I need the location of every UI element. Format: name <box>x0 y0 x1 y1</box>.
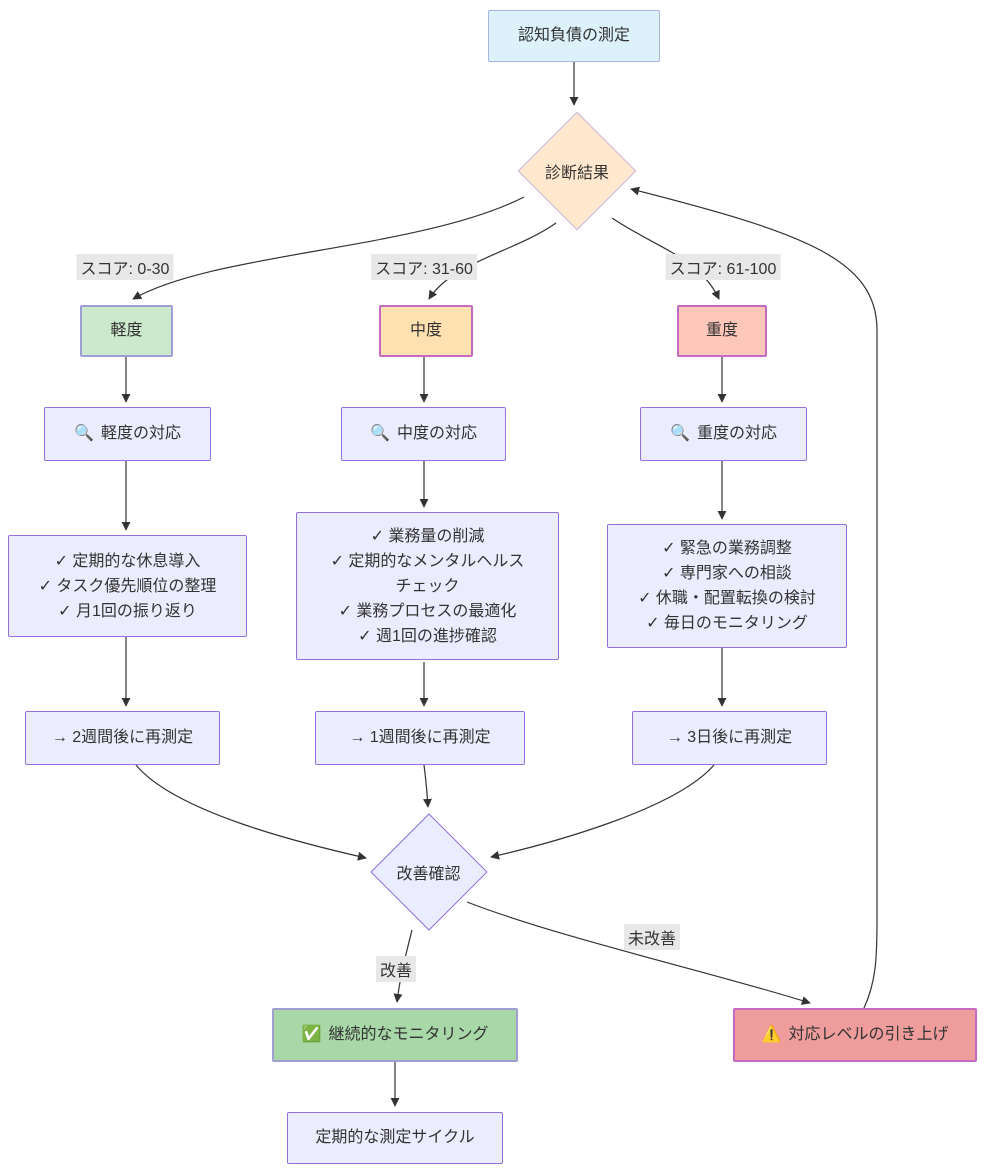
warning-icon: ⚠️ <box>761 1025 782 1043</box>
action-item: チェック <box>395 577 460 595</box>
check-icon: ✅ <box>301 1025 322 1043</box>
action-item: ✓ 週1回の進捗確認 <box>358 627 497 645</box>
action-item: ✓ 毎日のモニタリング <box>646 615 808 632</box>
node-remeasure-moderate: → 1週間後に再測定 <box>315 711 525 765</box>
node-mild-response-label: 軽度の対応 <box>100 424 181 442</box>
search-icon: 🔍 <box>74 424 94 442</box>
action-item: ✓ 定期的な休息導入 <box>54 552 201 570</box>
node-monitoring: ✅ 継続的なモニタリング <box>272 1008 518 1062</box>
node-severe: 重度 <box>677 305 767 357</box>
node-measure-label: 認知負債の測定 <box>517 26 630 44</box>
node-mild: 軽度 <box>80 305 173 357</box>
action-item: ✓ 業務プロセスの最適化 <box>338 602 517 620</box>
node-mild-label: 軽度 <box>110 321 143 339</box>
node-escalate: ⚠️ 対応レベルの引き上げ <box>733 1008 977 1062</box>
edge-check-escalate <box>466 901 811 1005</box>
edge-label-score-low: スコア: 0-30 <box>76 254 174 280</box>
action-item: ✓ 定期的なメンタルヘルス <box>330 552 525 570</box>
action-item: ✓ 専門家への相談 <box>662 565 792 582</box>
node-mild-response: 🔍 軽度の対応 <box>44 407 211 461</box>
node-moderate-response-label: 中度の対応 <box>396 424 477 442</box>
node-remeasure-moderate-label: → 1週間後に再測定 <box>349 728 491 746</box>
action-item: ✓ タスク優先順位の整理 <box>38 577 217 595</box>
node-severe-actions: ✓ 緊急の業務調整 ✓ 専門家への相談 ✓ 休職・配置転換の検討 ✓ 毎日のモニ… <box>607 524 847 648</box>
edge-label-improved: 改善 <box>375 956 417 982</box>
node-severe-response-label: 重度の対応 <box>696 424 777 442</box>
node-moderate-label: 中度 <box>409 321 442 339</box>
action-item: ✓ 業務量の削減 <box>370 527 485 545</box>
node-remeasure-mild-label: → 2週間後に再測定 <box>51 728 194 746</box>
node-moderate-actions: ✓ 業務量の削減 ✓ 定期的なメンタルヘルス チェック ✓ 業務プロセスの最適化… <box>296 512 559 660</box>
node-remeasure-severe: → 3日後に再測定 <box>632 711 827 765</box>
edge-remeasure2-check <box>422 764 432 808</box>
edge-label-score-high: スコア: 61-100 <box>665 254 781 280</box>
node-remeasure-mild: → 2週間後に再測定 <box>25 711 220 765</box>
edge-label-score-mid: スコア: 31-60 <box>371 254 477 280</box>
action-item: ✓ 緊急の業務調整 <box>662 540 792 557</box>
edge-remeasure3-check <box>490 764 715 860</box>
action-item: ✓ 月1回の振り返り <box>58 602 197 620</box>
node-cycle-label: 定期的な測定サイクル <box>315 1128 475 1146</box>
edge-label-not-improved: 未改善 <box>623 924 681 950</box>
edge-diagnosis-mild <box>132 196 525 300</box>
search-icon: 🔍 <box>670 424 690 442</box>
search-icon: 🔍 <box>370 424 390 442</box>
edge-diagnosis-moderate <box>428 222 557 300</box>
node-moderate: 中度 <box>379 305 473 357</box>
edge-remeasure1-check <box>135 764 367 861</box>
node-improve-check-decision: 改善確認 <box>369 812 488 931</box>
action-item: ✓ 休職・配置転換の検討 <box>638 590 816 607</box>
node-moderate-response: 🔍 中度の対応 <box>341 407 506 461</box>
node-monitoring-label: 継続的なモニタリング <box>328 1025 489 1043</box>
node-measure: 認知負債の測定 <box>488 10 660 62</box>
node-cycle: 定期的な測定サイクル <box>287 1112 503 1164</box>
node-escalate-label: 対応レベルの引き上げ <box>788 1025 949 1043</box>
node-severe-label: 重度 <box>705 321 738 339</box>
node-diagnosis-decision: 診断結果 <box>517 111 637 231</box>
node-remeasure-severe-label: → 3日後に再測定 <box>666 728 793 746</box>
node-diagnosis-label: 診断結果 <box>544 165 609 182</box>
node-mild-actions: ✓ 定期的な休息導入 ✓ タスク優先順位の整理 ✓ 月1回の振り返り <box>8 535 247 637</box>
edge-escalate-diagnosis-loop <box>630 186 878 1009</box>
node-improve-check-label: 改善確認 <box>396 865 461 883</box>
node-severe-response: 🔍 重度の対応 <box>640 407 807 461</box>
